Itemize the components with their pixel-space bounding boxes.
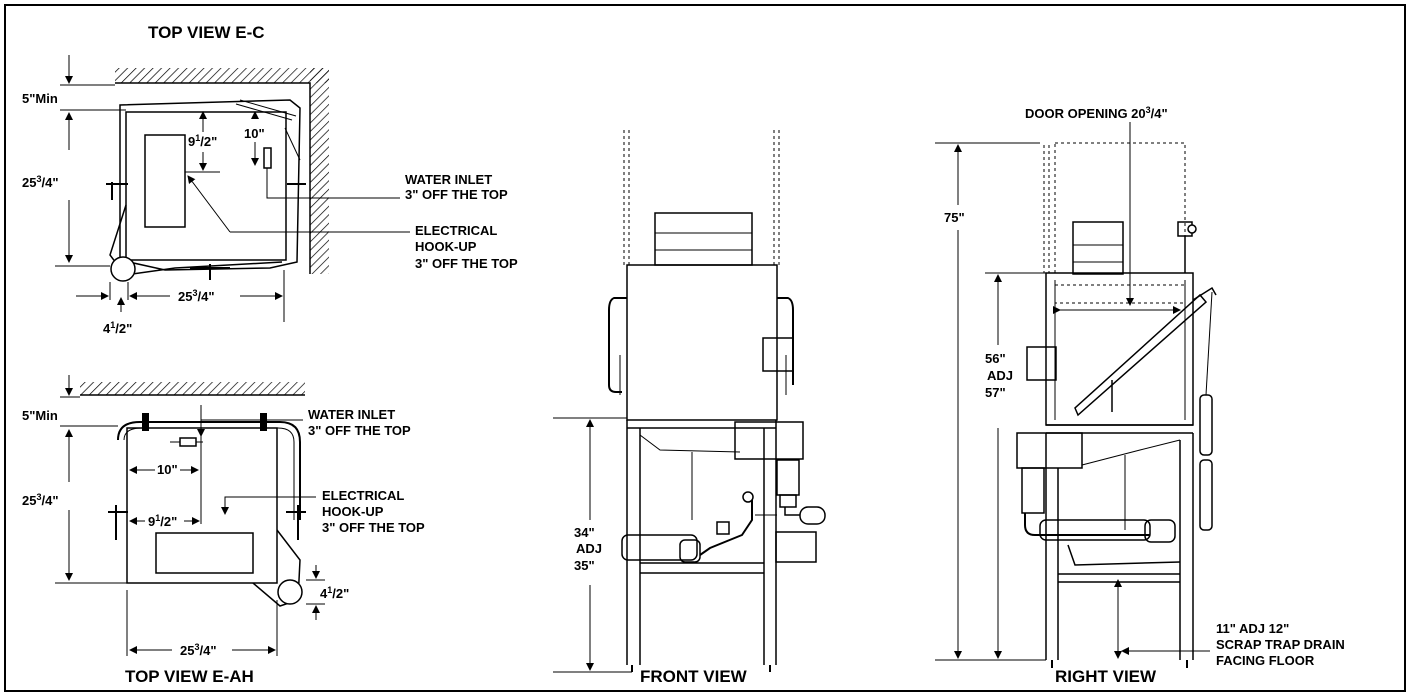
svg-text:HOOK-UP: HOOK-UP xyxy=(322,504,384,519)
water-inlet-ec xyxy=(263,147,272,169)
svg-text:3" OFF THE TOP: 3" OFF THE TOP xyxy=(322,520,425,535)
svg-text:3" OFF THE TOP: 3" OFF THE TOP xyxy=(415,256,518,271)
front-view: 34" ADJ 35" FRONT VIEW xyxy=(553,130,826,686)
svg-text:5"Min: 5"Min xyxy=(22,91,58,106)
front-tank xyxy=(734,421,804,460)
right-hood xyxy=(1045,272,1194,426)
wall-hatch-eah xyxy=(80,382,305,395)
dim-4-ec: 41/2" xyxy=(103,320,132,336)
machine-top-eah xyxy=(126,427,278,584)
machine-base-ec xyxy=(109,204,283,276)
svg-text:ELECTRICAL: ELECTRICAL xyxy=(322,488,404,503)
dim-width-ec: 253/4" xyxy=(178,288,215,304)
dim-9-eah: 91/2" xyxy=(148,513,177,529)
svg-text:3" OFF THE TOP: 3" OFF THE TOP xyxy=(308,423,411,438)
svg-text:ADJ: ADJ xyxy=(576,541,602,556)
dim-width-eah: 253/4" xyxy=(180,642,217,658)
right-motor xyxy=(1072,221,1124,275)
right-control-box xyxy=(1026,346,1057,381)
wall-hatch-right xyxy=(310,68,329,274)
drain-circle-ec xyxy=(110,256,136,282)
svg-text:WATER INLET: WATER INLET xyxy=(405,172,492,187)
svg-text:FACING FLOOR: FACING FLOOR xyxy=(1216,653,1315,668)
front-motor xyxy=(654,212,753,266)
door-opening-label: DOOR OPENING 203/4" xyxy=(1025,105,1168,121)
top-view-ec: TOP VIEW E-C 5"Min 253/4" xyxy=(22,23,518,336)
drain-circle-eah xyxy=(277,579,303,605)
svg-text:56": 56" xyxy=(985,351,1006,366)
front-pump xyxy=(621,534,698,561)
top-view-eah: 5"Min 253/4" 10" 91/2" 253/4" 41/2" WATE… xyxy=(22,375,425,686)
right-view: DOOR OPENING 203/4" xyxy=(935,105,1345,686)
svg-text:35": 35" xyxy=(574,558,595,573)
top-view-ec-title: TOP VIEW E-C xyxy=(148,23,265,42)
svg-text:34": 34" xyxy=(574,525,595,540)
right-door-arm xyxy=(1074,293,1208,417)
scrap-trap xyxy=(1067,544,1181,566)
right-tank xyxy=(1016,432,1083,469)
svg-text:10": 10" xyxy=(244,126,265,141)
svg-text:SCRAP TRAP DRAIN: SCRAP TRAP DRAIN xyxy=(1216,637,1345,652)
svg-text:WATER INLET: WATER INLET xyxy=(308,407,395,422)
svg-text:ELECTRICAL: ELECTRICAL xyxy=(415,223,497,238)
front-hood xyxy=(626,264,778,421)
wall-hatch-top xyxy=(115,68,329,83)
dim-depth-eah: 253/4" xyxy=(22,492,59,508)
svg-text:57": 57" xyxy=(985,385,1006,400)
svg-text:75": 75" xyxy=(944,210,965,225)
dim-depth-ec: 253/4" xyxy=(22,174,59,190)
page-border xyxy=(4,4,1406,692)
electrical-box-eah xyxy=(155,532,254,574)
svg-text:10": 10" xyxy=(157,462,178,477)
svg-text:3" OFF THE TOP: 3" OFF THE TOP xyxy=(405,187,508,202)
svg-text:5"Min: 5"Min xyxy=(22,408,58,423)
right-view-title: RIGHT VIEW xyxy=(1055,667,1157,686)
svg-text:11" ADJ 12": 11" ADJ 12" xyxy=(1216,621,1289,636)
front-control-box xyxy=(762,337,794,372)
dim-9-ec: 91/2" xyxy=(188,133,217,149)
front-view-title: FRONT VIEW xyxy=(640,667,748,686)
svg-text:ADJ: ADJ xyxy=(987,368,1013,383)
svg-text:HOOK-UP: HOOK-UP xyxy=(415,239,477,254)
wall-edge xyxy=(115,82,311,274)
electrical-box-ec xyxy=(144,134,186,228)
dim-4-eah: 41/2" xyxy=(320,585,349,601)
top-view-eah-title: TOP VIEW E-AH xyxy=(125,667,254,686)
water-inlet-eah xyxy=(179,437,197,447)
rail-eah xyxy=(117,421,301,520)
machine-outline-ec xyxy=(119,99,301,271)
